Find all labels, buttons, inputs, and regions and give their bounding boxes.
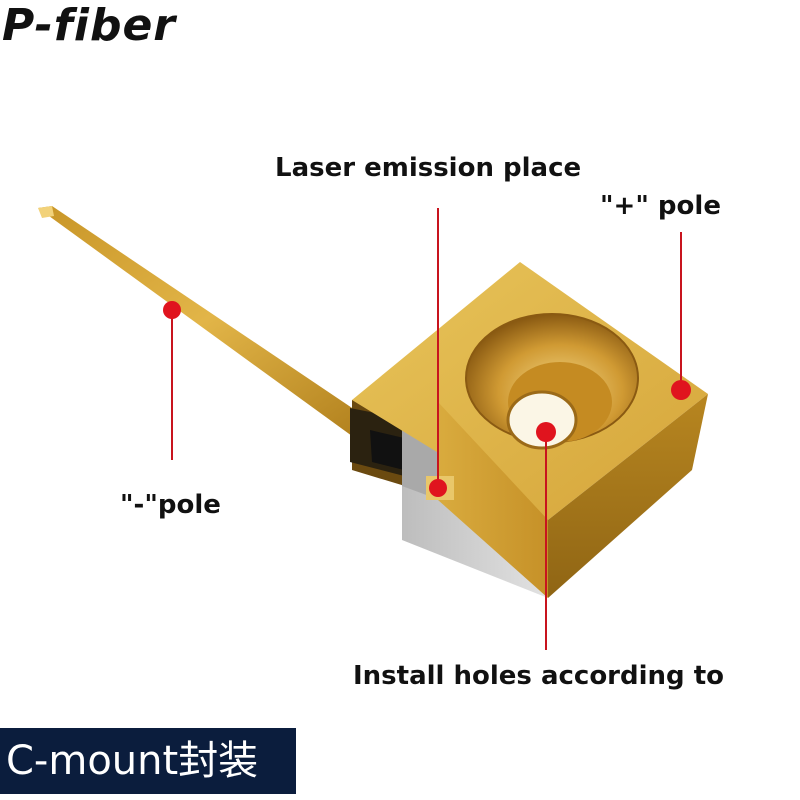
negative-pole-strip (38, 206, 370, 436)
marker-emission (429, 479, 447, 497)
label-laser-emission: Laser emission place (275, 153, 582, 183)
through-hole (508, 392, 576, 448)
brand-logo: P-fiber (2, 0, 176, 51)
mount-right-face (548, 394, 708, 598)
label-install-holes: Install holes according to (353, 661, 724, 691)
label-minus-pole: "-"pole (120, 490, 221, 520)
footer-banner: C-mount封装 (0, 728, 296, 794)
marker-minus-pole (163, 301, 181, 319)
marker-holes (536, 422, 556, 442)
marker-plus-pole (671, 380, 691, 400)
label-plus-pole: "+" pole (600, 191, 721, 221)
